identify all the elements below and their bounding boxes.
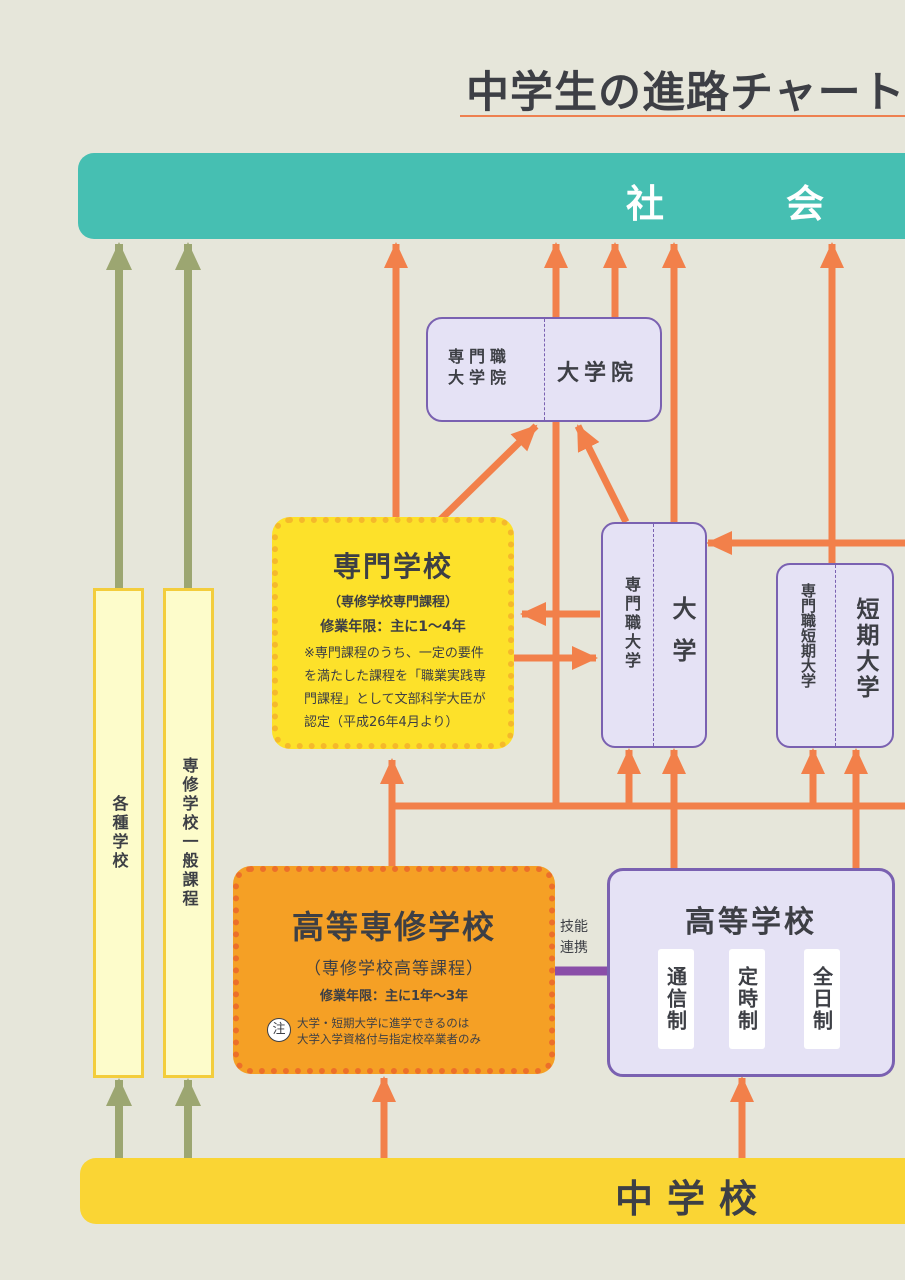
misc-school-label: 各種学校 [109, 795, 129, 871]
vocational-school-years: 修業年限：主に1〜4年 [320, 619, 466, 635]
graduate-school-label: 大学院 [557, 361, 639, 386]
divider [544, 319, 545, 420]
society-bar: 社 会 [78, 153, 905, 239]
university-box: 専門職大学 大学 [601, 522, 707, 748]
graduate-school-box: 専門職大学院 大学院 [426, 317, 662, 422]
vocational-school-subtitle: （専修学校専門課程） [327, 595, 458, 610]
junior-high-bar: 中学校 [80, 1158, 905, 1224]
professional-junior-college-label: 専門職短期大学 [799, 583, 817, 688]
professional-university-label: 専門職大学 [622, 576, 641, 671]
high-school-box: 高等学校 通信制 定時制 全日制 [607, 868, 895, 1077]
vocational-school-box: 専門学校 （専修学校専門課程） 修業年限：主に1〜4年 ※専門課程のうち、一定の… [272, 517, 514, 749]
vocational-school-note: ※専門課程のうち、一定の要件を満たした課程を「職業実践専門課程」として文部科学大… [304, 646, 487, 730]
page-title: 中学生の進路チャート [466, 68, 905, 118]
note-line: 大学・短期大学に進学できるのは [297, 1016, 470, 1030]
university-label: 大学 [668, 596, 696, 680]
correspondence-pill: 通信制 [658, 949, 694, 1049]
part-time-pill: 定時制 [729, 949, 765, 1049]
note-mark: 注 [267, 1018, 291, 1042]
general-course-label: 専修学校一般課程 [179, 757, 199, 909]
correspondence-label: 通信制 [663, 966, 688, 1032]
part-time-label: 定時制 [734, 966, 759, 1032]
skill-link-label: 技能 連携 [560, 917, 588, 959]
high-school-title: 高等学校 [685, 905, 817, 940]
upper-vocational-subtitle: （専修学校高等課程） [304, 959, 484, 979]
misc-school-box: 各種学校 [93, 588, 144, 1078]
upper-vocational-note: 大学・短期大学に進学できるのは 大学入学資格付与指定校卒業者のみ [297, 1015, 481, 1047]
society-label: 社 会 [626, 182, 867, 226]
junior-college-box: 専門職短期大学 短期大学 [776, 563, 894, 748]
skill-link-line: 連携 [560, 940, 588, 956]
upper-vocational-title: 高等専修学校 [291, 908, 496, 946]
full-time-label: 全日制 [809, 966, 834, 1032]
skill-link-line: 技能 [560, 919, 588, 935]
divider [835, 565, 836, 746]
upper-vocational-years: 修業年限：主に1年〜3年 [319, 989, 469, 1004]
upper-vocational-school-box: 高等専修学校 （専修学校高等課程） 修業年限：主に1年〜3年 注 大学・短期大学… [233, 866, 555, 1074]
note-line: 大学入学資格付与指定校卒業者のみ [297, 1032, 481, 1046]
junior-college-label: 短期大学 [852, 597, 878, 701]
title-underline [460, 115, 905, 117]
full-time-pill: 全日制 [804, 949, 840, 1049]
general-course-box: 専修学校一般課程 [163, 588, 214, 1078]
divider [653, 524, 654, 746]
junior-high-label: 中学校 [615, 1177, 772, 1221]
vocational-school-title: 専門学校 [332, 550, 453, 583]
professional-graduate-label: 専門職大学院 [448, 347, 512, 387]
